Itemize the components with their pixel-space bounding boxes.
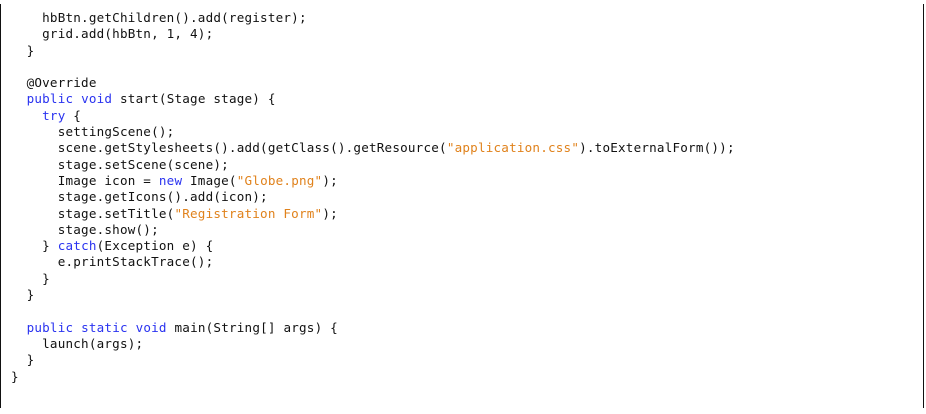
code-token-plain: scene.getStylesheets().add(getClass().ge… xyxy=(57,140,447,156)
code-indent xyxy=(11,140,58,155)
code-line: } xyxy=(11,369,735,385)
code-line xyxy=(11,303,735,319)
code-token-plain: main(String[] args) { xyxy=(166,319,338,335)
code-indent xyxy=(11,271,42,286)
code-indent xyxy=(11,157,58,172)
code-token-plain: } xyxy=(26,352,35,368)
code-line: settingScene(); xyxy=(11,124,735,140)
code-line: public static void main(String[] args) { xyxy=(11,320,735,336)
code-token-plain: hbBtn.getChildren().add(register); xyxy=(42,10,307,25)
code-indent xyxy=(11,287,27,302)
code-token-plain: stage.getIcons().add(icon); xyxy=(57,189,268,205)
code-token-plain xyxy=(73,320,81,335)
code-token-plain: { xyxy=(65,107,82,123)
code-line: } xyxy=(11,352,735,368)
code-token-keyword: void xyxy=(81,91,113,107)
code-line: stage.setTitle("Registration Form"); xyxy=(11,206,735,222)
code-indent xyxy=(11,108,42,123)
code-indent xyxy=(11,10,42,25)
code-token-plain: stage.setTitle( xyxy=(57,205,175,221)
code-line: hbBtn.getChildren().add(register); xyxy=(11,10,735,26)
code-token-plain: @Override xyxy=(26,75,97,91)
code-token-plain: (Exception e) { xyxy=(96,238,214,254)
code-token-plain: } xyxy=(26,42,35,58)
code-line: } xyxy=(11,287,735,303)
code-token-plain: ); xyxy=(322,172,338,188)
code-token-plain: start(Stage stage) { xyxy=(112,91,276,107)
code-token-string: "Globe.png" xyxy=(236,172,323,188)
code-token-keyword: new xyxy=(158,172,183,188)
code-line: } xyxy=(11,271,735,287)
code-token-keyword: static xyxy=(81,319,128,335)
code-token-keyword: public xyxy=(26,91,74,107)
code-line: e.printStackTrace(); xyxy=(11,254,735,270)
code-token-plain: } xyxy=(42,270,50,286)
code-token-plain: e.printStackTrace(); xyxy=(57,254,214,270)
code-line: grid.add(hbBtn, 1, 4); xyxy=(11,26,735,42)
code-line: scene.getStylesheets().add(getClass().ge… xyxy=(11,140,735,156)
code-token-plain: grid.add(hbBtn, 1, 4); xyxy=(42,26,214,42)
code-token-plain: Image( xyxy=(182,172,237,188)
code-token-plain: settingScene(); xyxy=(57,124,175,140)
code-token-plain: Image icon = xyxy=(57,172,159,188)
code-token-plain: launch(args); xyxy=(42,335,144,351)
code-token-keyword: void xyxy=(135,319,167,335)
code-token-plain xyxy=(128,320,136,335)
code-line: stage.getIcons().add(icon); xyxy=(11,189,735,205)
code-token-string: "Registration Form" xyxy=(174,205,323,221)
code-indent xyxy=(11,254,58,269)
code-token-plain xyxy=(73,91,81,106)
code-indent xyxy=(11,26,42,41)
code-indent xyxy=(11,189,58,204)
code-line: launch(args); xyxy=(11,336,735,352)
code-token-string: "application.css" xyxy=(446,140,580,156)
code-indent xyxy=(11,352,27,367)
code-token-plain: } xyxy=(42,238,58,254)
code-line: stage.setScene(scene); xyxy=(11,157,735,173)
code-token-plain: stage.show(); xyxy=(57,221,159,237)
code-line xyxy=(11,59,735,75)
code-line: } xyxy=(11,43,735,59)
code-token-plain: } xyxy=(11,368,19,384)
code-indent xyxy=(11,91,27,106)
code-indent xyxy=(11,222,58,237)
code-indent xyxy=(11,336,42,351)
code-indent xyxy=(11,124,58,139)
code-lines: hbBtn.getChildren().add(register); grid.… xyxy=(11,10,735,385)
code-token-plain: } xyxy=(26,287,35,303)
code-token-plain: stage.setScene(scene); xyxy=(57,156,229,172)
code-indent xyxy=(11,173,58,188)
code-token-keyword: try xyxy=(42,107,66,123)
code-line: stage.show(); xyxy=(11,222,735,238)
code-indent xyxy=(11,43,27,58)
code-line: @Override xyxy=(11,75,735,91)
code-listing: hbBtn.getChildren().add(register); grid.… xyxy=(0,4,924,408)
code-token-keyword: public xyxy=(26,319,74,335)
code-line: public void start(Stage stage) { xyxy=(11,91,735,107)
code-indent xyxy=(11,238,42,253)
code-line: try { xyxy=(11,108,735,124)
code-indent xyxy=(11,320,27,335)
code-line: } catch(Exception e) { xyxy=(11,238,735,254)
code-token-plain: ).toExternalForm()); xyxy=(579,140,735,156)
code-token-plain: ); xyxy=(322,205,338,221)
code-indent xyxy=(11,75,27,90)
code-line: Image icon = new Image("Globe.png"); xyxy=(11,173,735,189)
code-indent xyxy=(11,206,58,221)
code-token-keyword: catch xyxy=(57,238,97,254)
